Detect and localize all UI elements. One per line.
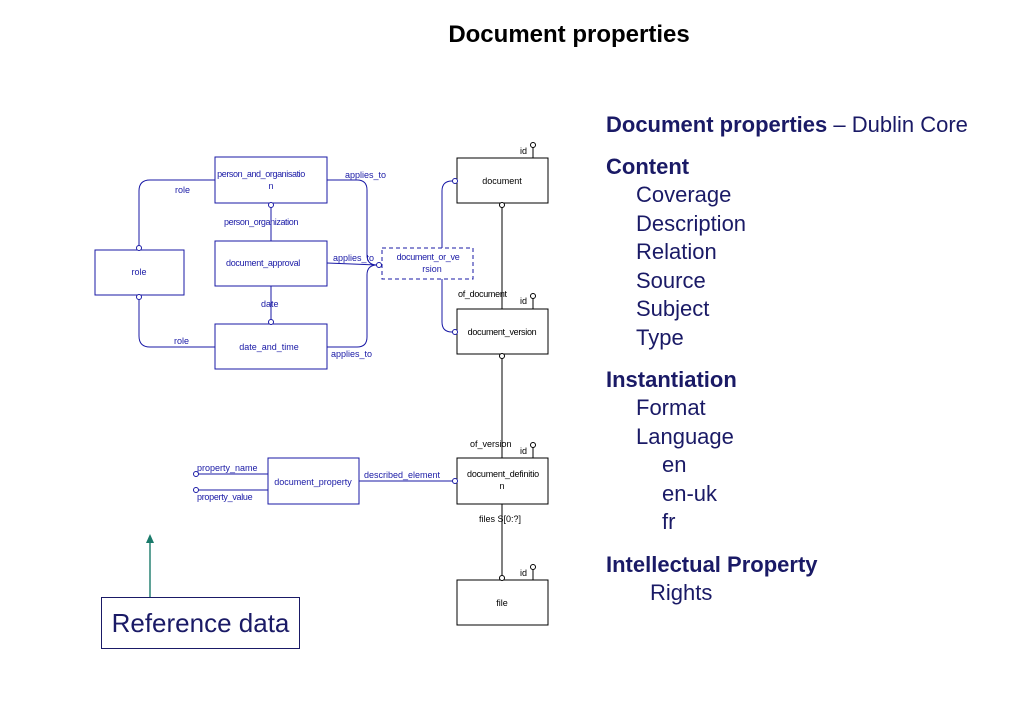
language-value: en — [662, 452, 687, 477]
label-file: file — [496, 598, 508, 608]
rights-item: Rights — [650, 579, 713, 605]
label-person-and-organisation-1: person_and_organisatio — [217, 169, 305, 179]
property-name-circle — [193, 471, 199, 477]
relation-of-version: of_version — [470, 439, 512, 449]
format-item: Format — [636, 395, 706, 420]
date-circle — [268, 319, 274, 325]
reference-data-box: Reference data — [101, 597, 300, 649]
language-value: fr — [662, 509, 676, 534]
id-definition-circle — [530, 442, 536, 448]
id-file-circle — [530, 564, 536, 570]
entity-document[interactable] — [456, 157, 549, 204]
version-link-circle — [452, 329, 458, 335]
entity-person-and-organisation[interactable] — [214, 156, 328, 204]
entity-role[interactable] — [94, 249, 185, 296]
label-document: document — [482, 176, 522, 186]
applies-to-line-2 — [326, 262, 378, 266]
page-title: Document properties — [448, 21, 690, 48]
label-document-or-version-2: rsion — [422, 264, 442, 274]
content-item: Source — [636, 267, 706, 293]
content-item: Relation — [636, 239, 717, 264]
document-or-version-to-version-line — [441, 279, 453, 333]
id-document-circle — [530, 142, 536, 148]
document-link-circle — [452, 178, 458, 184]
role-to-person-line — [138, 179, 215, 246]
reference-data-label: Reference data — [111, 607, 290, 638]
role-top-circle — [136, 245, 142, 251]
label-document-property: document_property — [274, 477, 352, 487]
content-item: Description — [636, 210, 747, 236]
role-bottom-circle — [136, 294, 142, 300]
relation-id-file: id — [520, 568, 527, 578]
label-document-version: document_version — [468, 327, 537, 337]
label-document-definition-2: n — [499, 481, 504, 491]
files-circle — [499, 575, 505, 581]
entity-document-version[interactable] — [456, 308, 549, 355]
panel-heading-rest: – Dublin Core — [827, 112, 968, 137]
panel-heading-bold: Document properties — [606, 112, 828, 137]
relation-property-value: property_value — [197, 492, 253, 502]
label-document-definition-1: document_definitio — [467, 469, 539, 479]
applies-to-line-3 — [327, 264, 378, 348]
role-to-date-line — [138, 299, 215, 348]
relation-applies-to-1: applies_to — [345, 170, 386, 180]
language-item: Language — [636, 423, 734, 449]
panel-heading: Document properties – Dublin Core — [606, 111, 1016, 139]
content-item: Subject — [636, 296, 710, 321]
intellectual-property-section-title: Intellectual Property — [606, 551, 818, 577]
entity-document-approval[interactable] — [214, 240, 328, 287]
reference-arrow-head — [146, 534, 154, 543]
label-date-and-time: date_and_time — [239, 342, 299, 352]
label-person-and-organisation-2: n — [268, 181, 273, 191]
applies-to-circle — [376, 262, 382, 268]
content-item: Type — [636, 324, 684, 350]
label-document-or-version-1: document_or_ve — [397, 252, 460, 262]
label-role: role — [131, 267, 146, 277]
relation-role-bottom: role — [174, 336, 189, 346]
relation-id-definition: id — [520, 446, 527, 456]
content-item: Coverage — [636, 182, 732, 207]
property-value-circle — [193, 487, 199, 493]
relation-described-element: described_element — [364, 470, 441, 480]
relation-date: date — [261, 299, 279, 309]
relation-person-organization: person_organization — [224, 217, 298, 227]
language-value: en-uk — [662, 480, 718, 506]
express-g-diagram: person_and_organisatio n document_approv… — [94, 142, 549, 626]
described-element-circle — [452, 478, 458, 484]
person-organization-circle — [268, 202, 274, 208]
relation-applies-to-2: applies_to — [333, 253, 374, 263]
instantiation-section-title: Instantiation — [606, 367, 737, 392]
relation-role-top: role — [175, 185, 190, 195]
id-version-circle — [530, 293, 536, 299]
of-version-circle — [499, 353, 505, 359]
relation-property-name: property_name — [197, 463, 258, 473]
label-document-approval: document_approval — [226, 258, 300, 268]
dublin-core-panel: Document properties – Dublin Core Conten… — [606, 111, 1016, 607]
content-section-title: Content — [606, 154, 690, 179]
relation-files: files S[0:?] — [479, 514, 521, 524]
applies-to-line-1 — [327, 179, 378, 266]
relation-applies-to-3: applies_to — [331, 349, 372, 359]
relation-id-document: id — [520, 146, 527, 156]
of-document-circle — [499, 202, 505, 208]
relation-id-version: id — [520, 296, 527, 306]
relation-of-document: of_document — [458, 289, 508, 299]
document-or-version-to-document-line — [441, 180, 453, 248]
entity-document-or-version[interactable] — [381, 247, 474, 280]
